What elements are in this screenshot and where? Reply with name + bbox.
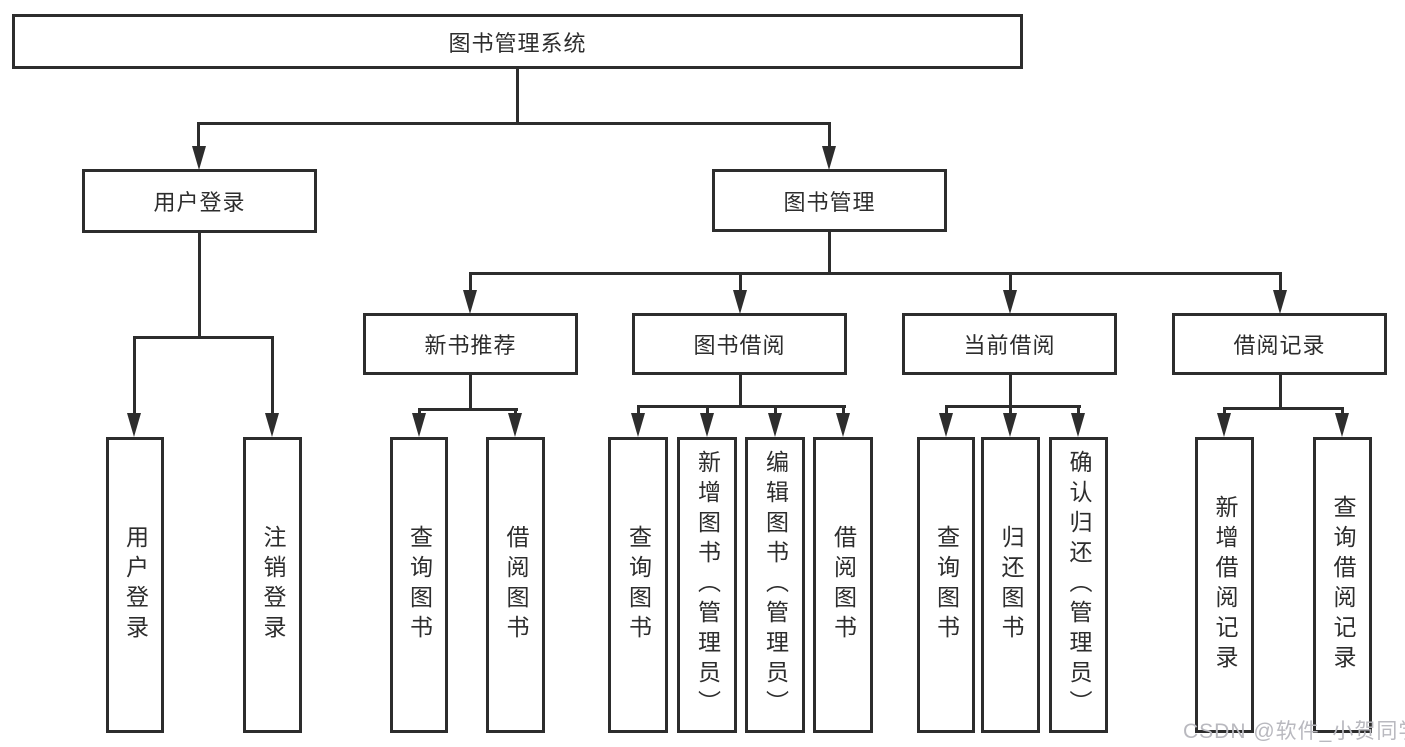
arrowhead-current-borrow — [1003, 290, 1017, 314]
node-leaf-cb-query-books-label: 查询图书 — [933, 525, 960, 645]
arrowhead-bookborrow-leaf-2 — [700, 413, 714, 437]
node-new-rec-label: 新书推荐 — [424, 333, 517, 358]
connector-bookborrow-split — [637, 405, 846, 408]
connector-bookborrow-stub-4 — [842, 405, 845, 417]
node-leaf-br-query-record: 查询借阅记录 — [1313, 437, 1372, 733]
connector-bookborrow-stub-2 — [706, 405, 709, 417]
connector-borrowrecords-stub-1 — [1223, 407, 1226, 417]
connector-root-stub-left — [197, 122, 200, 150]
node-leaf-newrec-query-books: 查询图书 — [390, 437, 448, 733]
node-book-borrow-label: 图书借阅 — [693, 333, 786, 358]
connector-currentborrow-split — [945, 405, 1081, 408]
arrowhead-new-rec — [463, 290, 477, 314]
connector-currentborrow-stub-2 — [1009, 405, 1012, 417]
arrowhead-newrec-leaf-1 — [412, 413, 426, 437]
arrowhead-user-login — [192, 146, 206, 170]
connector-newrec-stub-1 — [418, 408, 421, 417]
arrowhead-book-borrow — [733, 290, 747, 314]
arrowhead-newrec-leaf-2 — [508, 413, 522, 437]
arrowhead-bookborrow-leaf-3 — [768, 413, 782, 437]
node-leaf-cb-confirm-return-admin: 确认归还（管理员） — [1049, 437, 1108, 733]
node-leaf-bb-edit-books-admin: 编辑图书（管理员） — [745, 437, 805, 733]
connector-currentborrow-stub-1 — [945, 405, 948, 417]
connector-bookmgmt-split — [469, 272, 1282, 275]
node-new-rec: 新书推荐 — [363, 313, 578, 375]
connector-bookmgmt-stub-4 — [1279, 272, 1282, 293]
connector-bookborrow-stub-3 — [774, 405, 777, 417]
connector-userlogin-trunk — [198, 233, 201, 336]
connector-bookborrow-stub-1 — [637, 405, 640, 417]
connector-bookmgmt-stub-2 — [739, 272, 742, 293]
node-leaf-br-add-record: 新增借阅记录 — [1195, 437, 1254, 733]
connector-currentborrow-trunk — [1009, 375, 1012, 405]
node-root: 图书管理系统 — [12, 14, 1023, 69]
node-leaf-logout-label: 注销登录 — [260, 525, 286, 645]
node-borrow-records-label: 借阅记录 — [1233, 333, 1326, 358]
connector-bookmgmt-stub-3 — [1009, 272, 1012, 293]
arrowhead-logout-leaf — [265, 413, 279, 437]
node-leaf-cb-query-books: 查询图书 — [917, 437, 975, 733]
connector-newrec-trunk — [469, 375, 472, 408]
node-current-borrow: 当前借阅 — [902, 313, 1117, 375]
node-leaf-bb-query-books: 查询图书 — [608, 437, 668, 733]
connector-root-split — [197, 122, 831, 125]
node-leaf-cb-return-books: 归还图书 — [981, 437, 1040, 733]
connector-bookborrow-trunk — [739, 375, 742, 405]
node-borrow-records: 借阅记录 — [1172, 313, 1387, 375]
arrowhead-borrowrecords-leaf-1 — [1217, 413, 1231, 437]
arrowhead-currentborrow-leaf-2 — [1003, 413, 1017, 437]
node-leaf-bb-edit-books-admin-label: 编辑图书（管理员） — [762, 450, 789, 720]
node-leaf-bb-query-books-label: 查询图书 — [625, 525, 652, 645]
node-leaf-br-query-record-label: 查询借阅记录 — [1330, 495, 1356, 675]
arrowhead-currentborrow-leaf-1 — [939, 413, 953, 437]
node-book-mgmt: 图书管理 — [712, 169, 947, 232]
node-user-login: 用户登录 — [82, 169, 317, 233]
arrowhead-bookborrow-leaf-4 — [836, 413, 850, 437]
node-leaf-newrec-borrow-books-label: 借阅图书 — [503, 525, 529, 645]
connector-userlogin-stub-2 — [271, 336, 274, 415]
arrowhead-bookborrow-leaf-1 — [631, 413, 645, 437]
connector-root-stub-right — [828, 122, 831, 150]
connector-currentborrow-stub-3 — [1077, 405, 1080, 417]
csdn-watermark: CSDN @软件_小贺同学 — [1183, 720, 1405, 743]
connector-bookmgmt-trunk — [828, 232, 831, 272]
node-book-borrow: 图书借阅 — [632, 313, 847, 375]
connector-borrowrecords-stub-2 — [1341, 407, 1344, 417]
node-book-mgmt-label: 图书管理 — [783, 189, 876, 215]
connector-borrowrecords-split — [1223, 407, 1344, 410]
connector-root-trunk — [516, 69, 519, 122]
arrowhead-borrowrecords-leaf-2 — [1335, 413, 1349, 437]
node-root-label: 图书管理系统 — [448, 30, 587, 56]
node-leaf-newrec-query-books-label: 查询图书 — [406, 525, 433, 645]
arrowhead-login-leaf — [127, 413, 141, 437]
node-current-borrow-label: 当前借阅 — [963, 333, 1056, 358]
node-leaf-br-add-record-label: 新增借阅记录 — [1212, 495, 1238, 675]
node-leaf-bb-borrow-books: 借阅图书 — [813, 437, 873, 733]
arrowhead-currentborrow-leaf-3 — [1071, 413, 1085, 437]
connector-newrec-stub-2 — [514, 408, 517, 417]
connector-userlogin-stub-1 — [133, 336, 136, 415]
node-leaf-logout: 注销登录 — [243, 437, 302, 733]
connector-userlogin-split — [133, 336, 274, 339]
node-leaf-user-login: 用户登录 — [106, 437, 164, 733]
arrowhead-book-mgmt — [822, 146, 836, 170]
node-leaf-bb-add-books-admin-label: 新增图书（管理员） — [694, 450, 721, 720]
connector-borrowrecords-trunk — [1279, 375, 1282, 407]
connector-bookmgmt-stub-1 — [469, 272, 472, 293]
node-user-login-label: 用户登录 — [153, 190, 246, 215]
node-leaf-bb-borrow-books-label: 借阅图书 — [830, 525, 857, 645]
arrowhead-borrow-records — [1273, 290, 1287, 314]
node-leaf-user-login-label: 用户登录 — [122, 525, 149, 645]
node-leaf-bb-add-books-admin: 新增图书（管理员） — [677, 437, 737, 733]
node-leaf-cb-confirm-return-admin-label: 确认归还（管理员） — [1066, 450, 1092, 720]
node-leaf-newrec-borrow-books: 借阅图书 — [486, 437, 545, 733]
node-leaf-cb-return-books-label: 归还图书 — [998, 525, 1024, 645]
connector-newrec-split — [418, 408, 518, 411]
